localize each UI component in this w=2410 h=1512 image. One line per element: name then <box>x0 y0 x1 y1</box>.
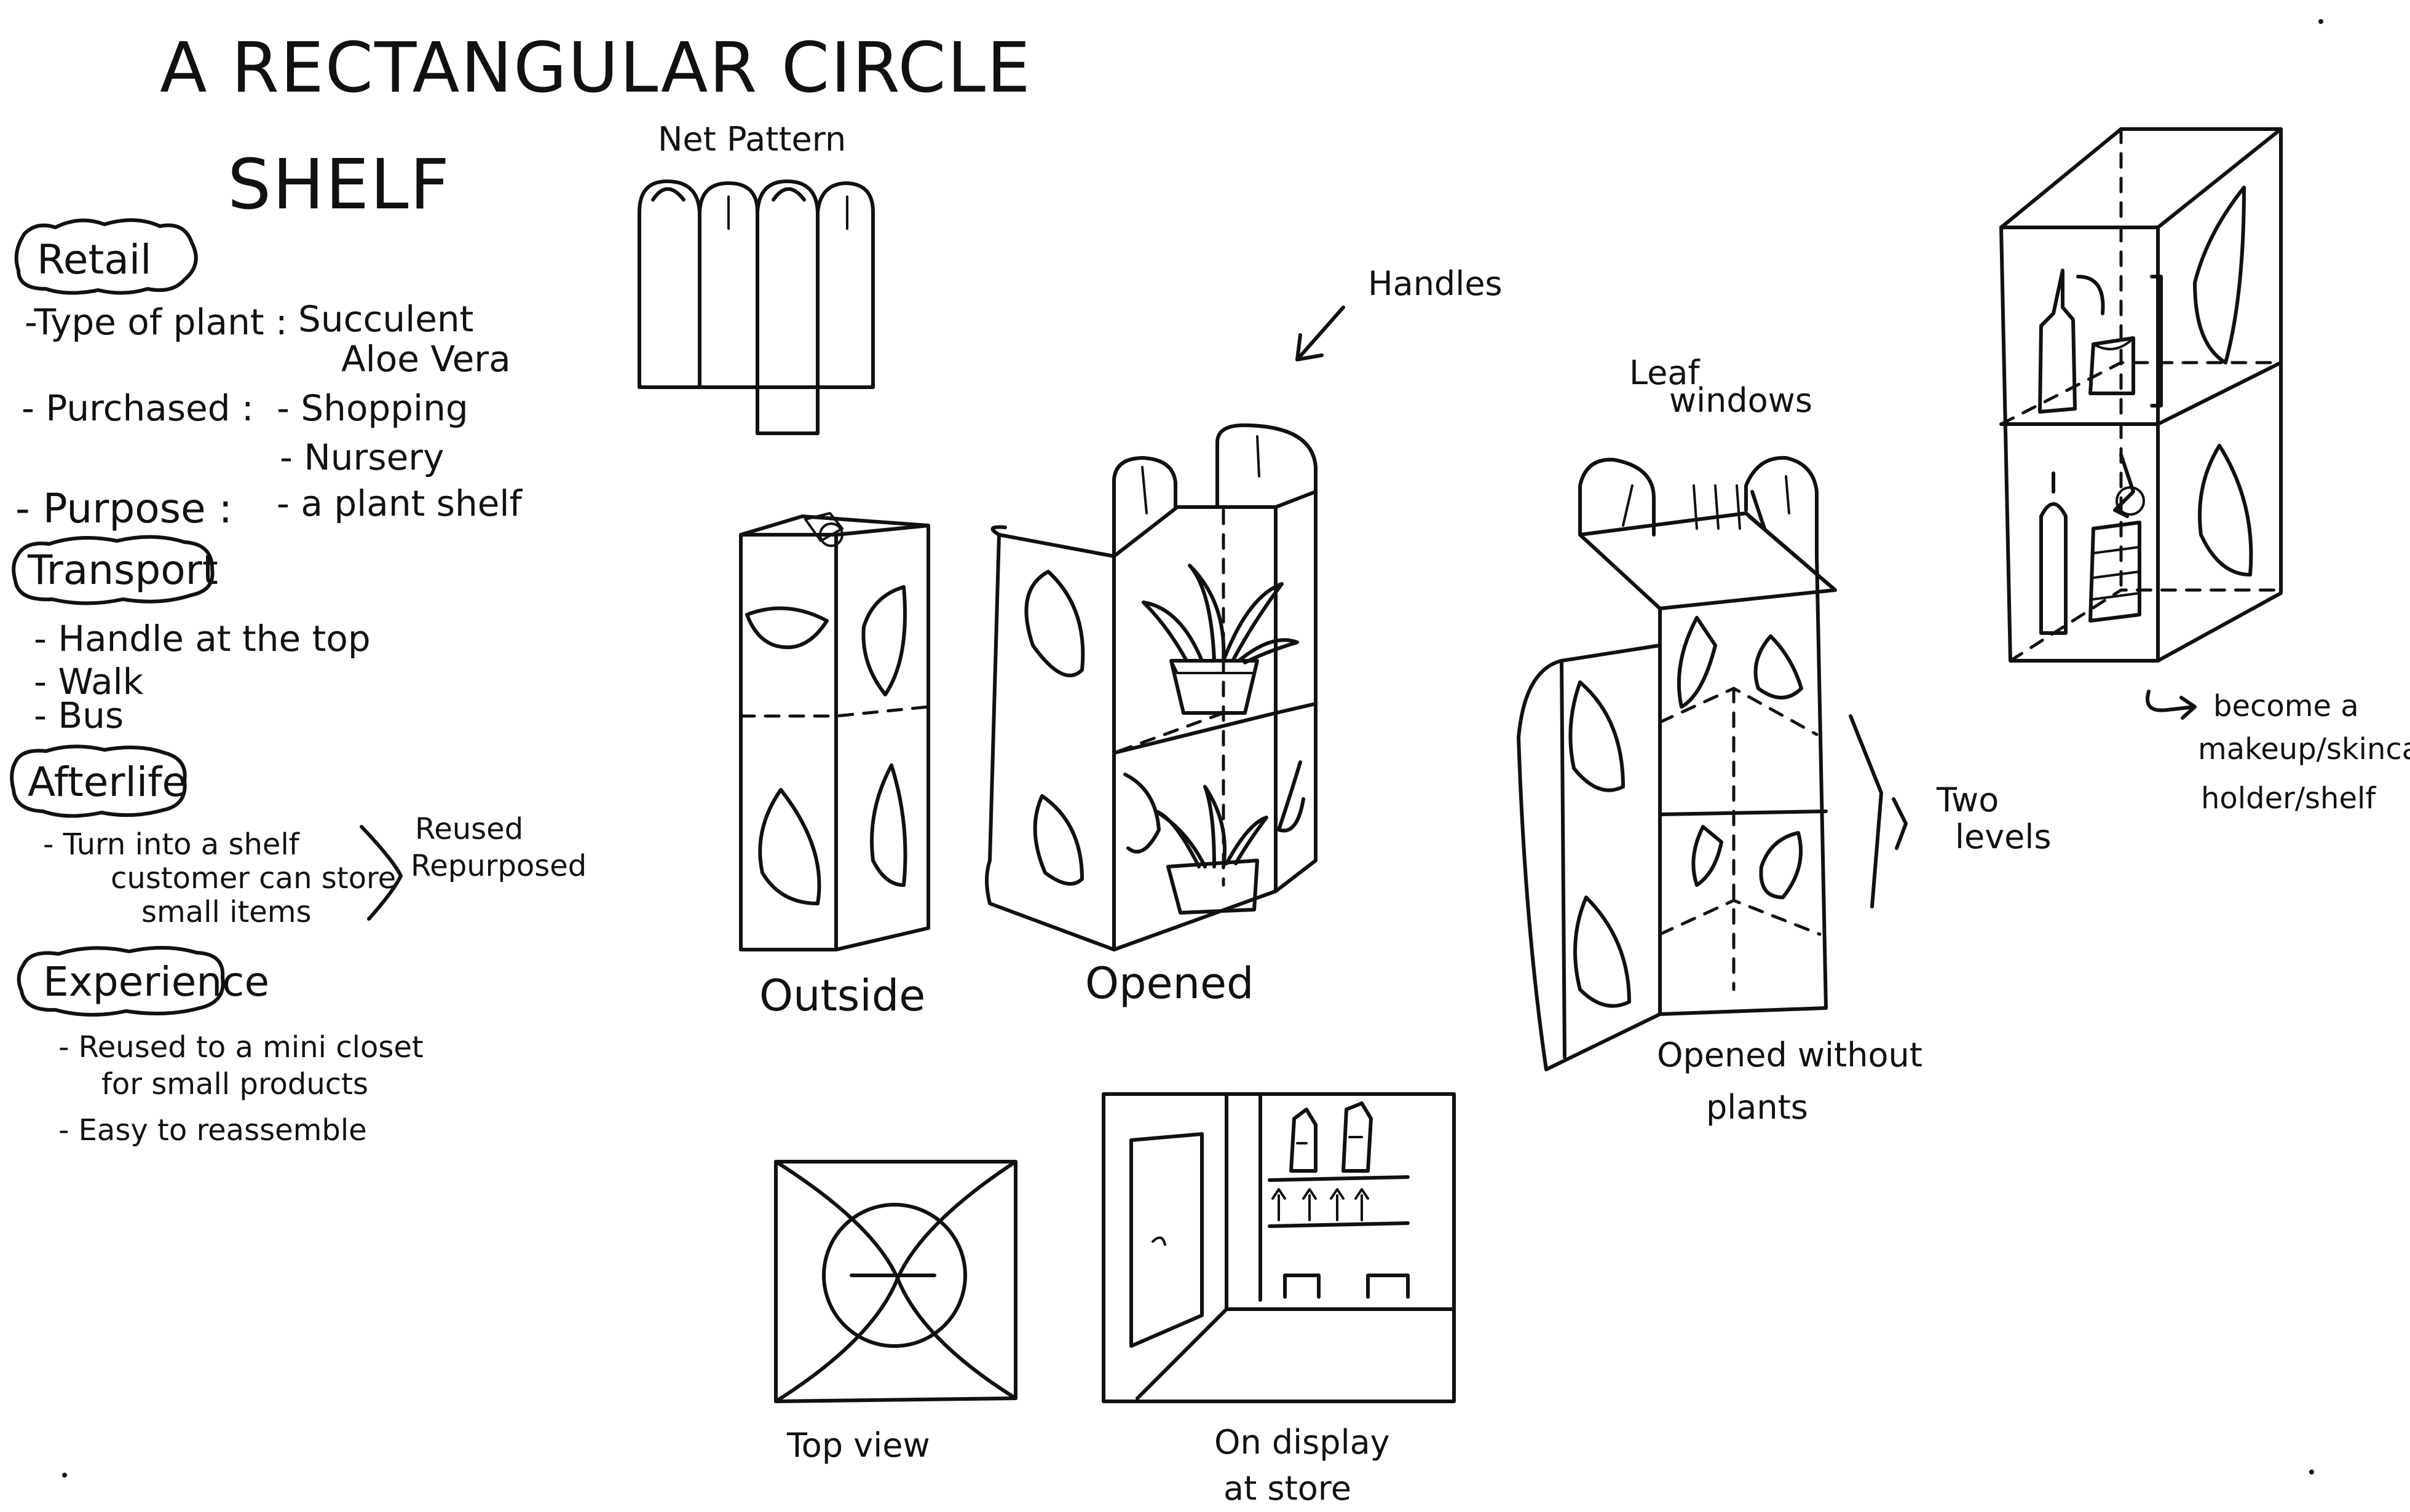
tall-box-drawing <box>2001 129 2281 661</box>
outside-box-drawing <box>741 513 928 950</box>
opened-label: Opened <box>1085 958 1254 1009</box>
transport-heading: Transport <box>28 546 218 594</box>
purpose-label: - Purpose : <box>15 485 232 532</box>
handles-arrow <box>1297 307 1343 360</box>
afterlife-line-3: small items <box>141 895 312 929</box>
title-line-1: A RECTANGULAR CIRCLE <box>160 28 1032 108</box>
become-label-1: become a <box>2213 689 2359 723</box>
transport-badge-outline <box>14 537 212 603</box>
opened-without-plants-drawing <box>1519 458 1906 1069</box>
leaf-windows-label-1: Leaf <box>1629 353 1700 392</box>
become-arrow <box>2147 691 2195 718</box>
top-view-label: Top view <box>787 1426 930 1465</box>
opened-without-label-2: plants <box>1706 1088 1808 1127</box>
type-of-plant-value-2: Aloe Vera <box>341 338 511 380</box>
become-label-3: holder/shelf <box>2201 781 2376 816</box>
afterlife-badge-outline <box>12 746 184 816</box>
become-label-2: makeup/skincare <box>2198 732 2410 766</box>
retail-badge-outline <box>17 220 196 293</box>
top-view-drawing <box>776 1162 1016 1401</box>
net-pattern-drawing <box>639 181 873 433</box>
transport-item-3: - Bus <box>34 695 124 736</box>
opened-without-label-1: Opened without <box>1657 1036 1922 1074</box>
afterlife-heading: Afterlife <box>28 758 188 806</box>
afterlife-tag-repurposed: Repurposed <box>411 849 587 883</box>
store-display-drawing <box>1104 1094 1454 1401</box>
type-of-plant-value-1: Succulent <box>298 298 474 340</box>
experience-badge-outline <box>19 948 223 1015</box>
experience-heading: Experience <box>43 958 270 1006</box>
purchased-value-1: - Shopping <box>277 387 468 429</box>
type-of-plant-label: -Type of plant : <box>25 301 288 343</box>
experience-item-2: for small products <box>101 1067 368 1101</box>
afterlife-tag-reused: Reused <box>415 812 524 846</box>
transport-item-2: - Walk <box>34 661 144 703</box>
purpose-value: - a plant shelf <box>277 482 522 524</box>
transport-item-1: - Handle at the top <box>34 618 371 660</box>
on-display-label-1: On display <box>1214 1423 1390 1462</box>
experience-item-1: - Reused to a mini closet <box>58 1030 424 1065</box>
outside-label: Outside <box>759 971 926 1021</box>
purchased-value-2: - Nursery <box>280 436 444 478</box>
handles-label: Handles <box>1368 264 1503 303</box>
leaf-windows-label-2: windows <box>1669 381 1813 420</box>
on-display-label-2: at store <box>1223 1469 1352 1508</box>
two-levels-label-2: levels <box>1955 817 2052 856</box>
net-pattern-label: Net Pattern <box>658 120 847 159</box>
experience-item-3: - Easy to reassemble <box>58 1113 367 1148</box>
two-levels-label-1: Two <box>1937 781 1999 819</box>
afterlife-bracket <box>362 827 401 919</box>
opened-box-drawing <box>987 425 1316 950</box>
afterlife-line-2: customer can store <box>111 861 397 896</box>
afterlife-line-1: - Turn into a shelf <box>43 827 299 862</box>
purchased-label: - Purchased : <box>22 387 254 429</box>
title-line-2: SHELF <box>227 145 451 225</box>
retail-heading: Retail <box>37 236 152 283</box>
